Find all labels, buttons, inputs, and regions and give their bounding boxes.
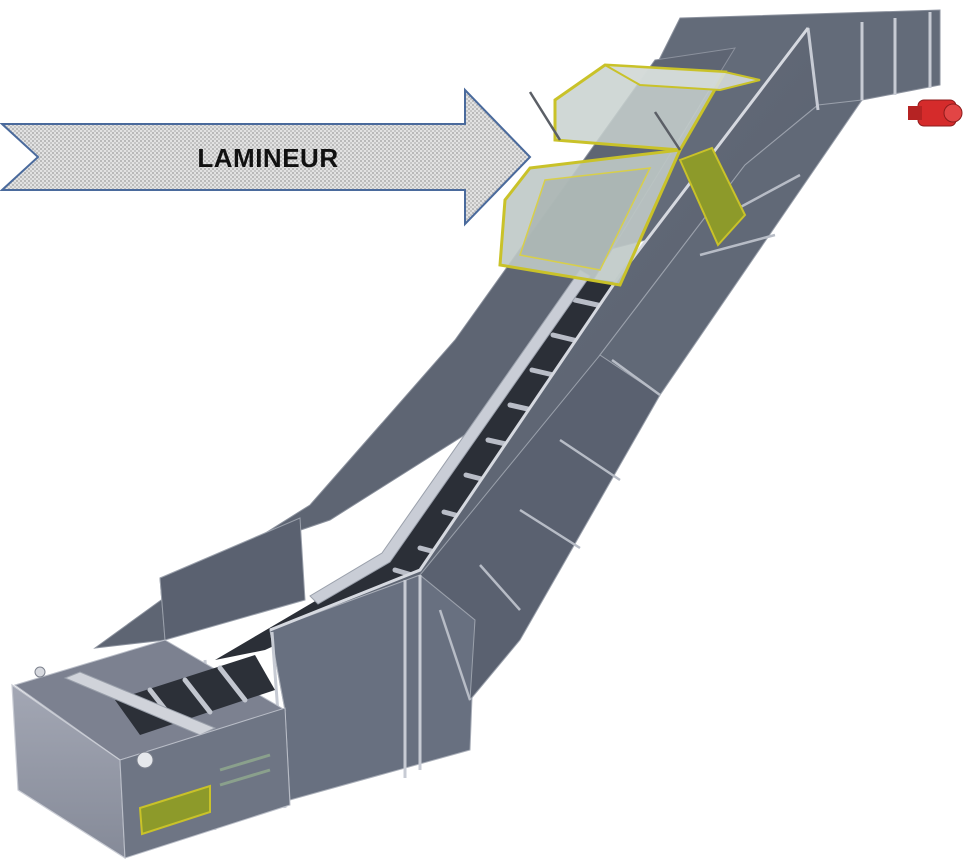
hopper-rod-left <box>528 91 562 141</box>
drive-motor <box>908 99 963 127</box>
base-fitting-left <box>34 666 46 678</box>
arrow-shape <box>0 87 532 227</box>
base-access-plate <box>138 784 211 836</box>
hopper-inner-chute <box>519 167 652 271</box>
hopper-rod-right <box>653 111 682 151</box>
base-cross-beam <box>63 671 217 736</box>
arrow-label: LAMINEUR <box>197 143 338 173</box>
diagonal-stiffeners <box>438 173 801 701</box>
hopper-top-face <box>604 64 761 92</box>
front-transition-wall <box>269 574 476 801</box>
direction-arrow: LAMINEUR <box>0 87 532 227</box>
motor-end-cap <box>943 103 963 123</box>
chain-channel <box>215 278 618 660</box>
back-step-panel <box>159 517 306 641</box>
base-rollers <box>219 753 271 787</box>
base-fitting-right <box>136 751 154 769</box>
motor-shaft-housing <box>908 106 922 120</box>
base-tank <box>11 639 291 860</box>
hopper-side-plate <box>678 146 747 247</box>
feed-hopper <box>498 63 761 287</box>
